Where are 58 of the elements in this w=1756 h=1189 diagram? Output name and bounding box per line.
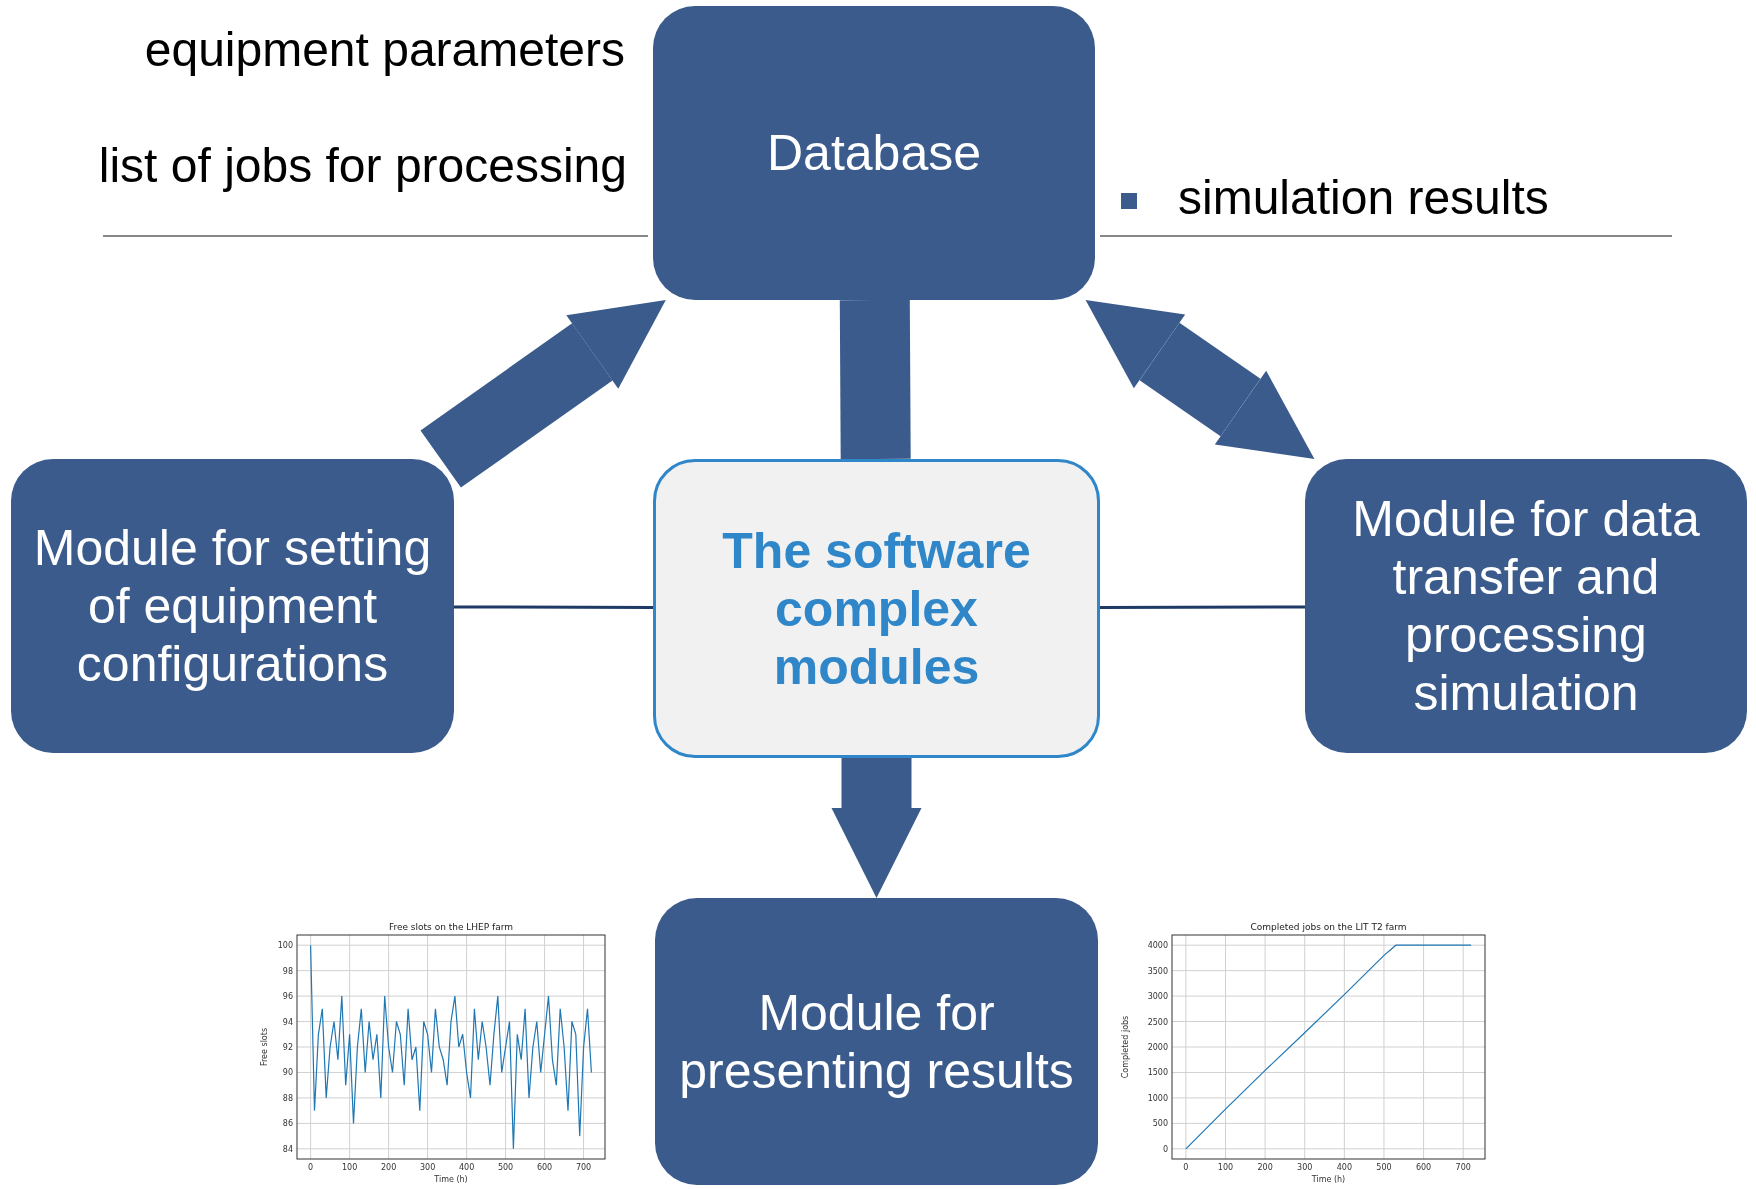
tick-label: 98 bbox=[282, 966, 293, 976]
block-arrow bbox=[420, 299, 666, 488]
tick-label: 0 bbox=[1162, 1144, 1168, 1154]
tick-label: 88 bbox=[282, 1093, 293, 1103]
tick-label: 90 bbox=[282, 1068, 293, 1078]
block-arrow bbox=[1085, 300, 1315, 459]
tick-label: 200 bbox=[381, 1163, 397, 1172]
tick-label: 100 bbox=[277, 941, 293, 951]
node-text: Module for presenting results bbox=[678, 983, 1075, 1100]
module-box bbox=[1305, 459, 1747, 753]
tick-label: 92 bbox=[282, 1043, 293, 1052]
axis-label: Time (h) bbox=[1311, 1175, 1346, 1184]
module-box bbox=[11, 459, 454, 753]
database-box bbox=[653, 6, 1095, 300]
chart-title: Completed jobs on the LIT T2 farm bbox=[1250, 922, 1407, 932]
tick-label: 200 bbox=[1257, 1163, 1273, 1172]
tick-label: 600 bbox=[536, 1163, 553, 1172]
tick-label: 0 bbox=[1183, 1163, 1189, 1172]
node-text: Module for setting of equipment configurations bbox=[32, 519, 433, 693]
tick-label: 700 bbox=[575, 1163, 592, 1172]
tick-label: 3000 bbox=[1147, 992, 1168, 1002]
tick-label: 500 bbox=[1376, 1163, 1392, 1172]
tick-label: 100 bbox=[342, 1163, 358, 1172]
tick-label: 94 bbox=[282, 1017, 293, 1027]
tick-label: 500 bbox=[1152, 1119, 1168, 1129]
tick-label: 2000 bbox=[1147, 1043, 1168, 1052]
axis-label: Completed jobs bbox=[1121, 1015, 1130, 1079]
tick-label: 86 bbox=[282, 1119, 293, 1129]
tick-label: 600 bbox=[1415, 1163, 1432, 1172]
text-label: simulation results bbox=[1178, 170, 1549, 225]
tick-label: 700 bbox=[1455, 1163, 1471, 1172]
tick-label: 300 bbox=[1297, 1163, 1313, 1172]
center-box bbox=[653, 459, 1100, 758]
tick-label: 300 bbox=[419, 1163, 436, 1172]
text-label: list of jobs for processing bbox=[98, 138, 627, 193]
chart-title: Free slots on the LHEP farm bbox=[388, 922, 514, 932]
node-text: Module for data transfer and processing simulation bbox=[1351, 490, 1701, 722]
connector-line bbox=[1100, 605, 1305, 610]
tick-label: 1500 bbox=[1147, 1068, 1168, 1078]
node-text: The software complex modules bbox=[721, 521, 1032, 696]
connector-line bbox=[454, 605, 653, 610]
block-arrow bbox=[831, 758, 922, 898]
tick-label: 500 bbox=[497, 1163, 514, 1172]
tick-label: 400 bbox=[458, 1163, 475, 1172]
module-box bbox=[655, 898, 1098, 1185]
tick-label: 3500 bbox=[1147, 966, 1168, 976]
axis-label: Free slots bbox=[260, 1027, 269, 1067]
tick-label: 4000 bbox=[1147, 941, 1168, 951]
tick-label: 400 bbox=[1336, 1163, 1352, 1172]
axis-label: Time (h) bbox=[434, 1175, 468, 1184]
tick-label: 84 bbox=[282, 1144, 293, 1154]
tick-label: 1000 bbox=[1147, 1093, 1168, 1103]
tick-label: 100 bbox=[1217, 1163, 1234, 1172]
text-label: equipment parameters bbox=[144, 22, 625, 77]
tick-label: 2500 bbox=[1147, 1017, 1168, 1027]
node-text: Database bbox=[765, 124, 982, 182]
tick-label: 0 bbox=[308, 1163, 314, 1172]
tick-label: 96 bbox=[282, 992, 293, 1002]
